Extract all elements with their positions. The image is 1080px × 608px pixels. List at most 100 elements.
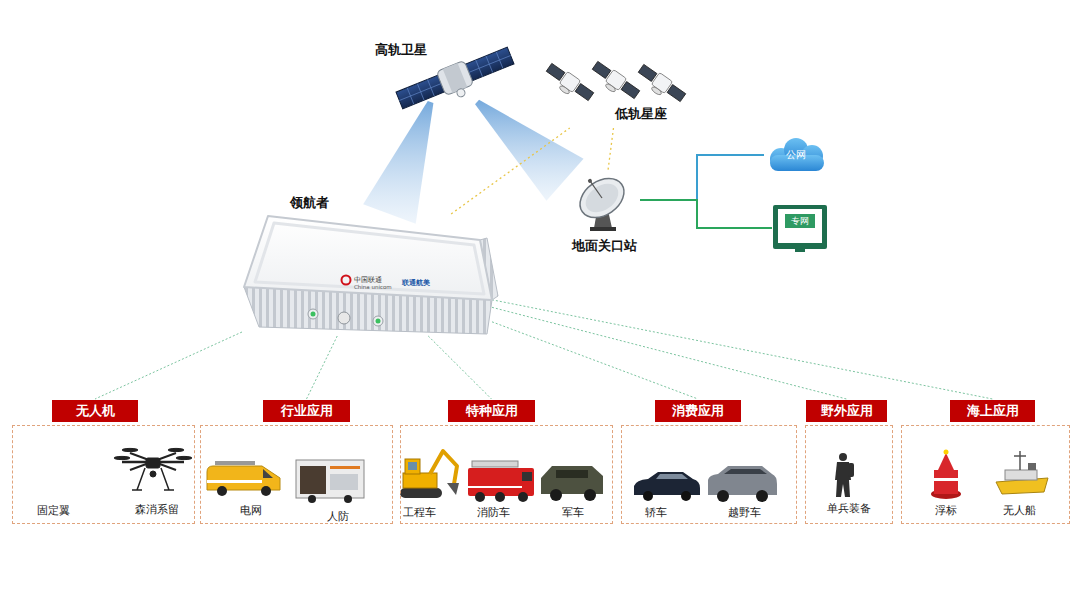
excavator — [400, 488, 442, 498]
soldier-figure — [836, 480, 850, 497]
shelter-trailer — [330, 466, 360, 469]
constellation-node: 低轨星座 — [548, 58, 688, 128]
application-link — [95, 332, 242, 399]
leo-satellite — [592, 61, 611, 78]
ground-station-node: 地面关口站 — [565, 170, 640, 256]
text-holder: 中国联通 — [354, 276, 382, 284]
node-label: 高轨卫星 — [375, 42, 427, 58]
ground-station — [569, 165, 631, 231]
terminal-device — [244, 216, 498, 334]
unmanned-boat — [1014, 451, 1026, 470]
text-holder: 海上应用 — [950, 400, 1035, 422]
ground-station — [591, 182, 602, 198]
military-vehicle — [584, 489, 596, 501]
ground-station — [569, 165, 631, 225]
fire-truck — [468, 486, 522, 488]
cloud-label: 公网 — [764, 148, 828, 162]
category-box: 野外应用单兵装备 — [805, 400, 893, 524]
drone-icon — [132, 468, 174, 490]
node-label: 地面关口站 — [572, 238, 637, 254]
application-link — [492, 322, 698, 399]
drone-icon — [168, 448, 184, 451]
category-header: 消费应用 — [655, 400, 741, 422]
category-header: 行业应用 — [263, 400, 350, 422]
fire-truck — [475, 492, 485, 502]
leo-satellite — [559, 85, 571, 95]
terminal-device — [255, 223, 484, 294]
category-header: 海上应用 — [950, 400, 1035, 422]
geo-satellite — [456, 88, 466, 98]
terminal-device — [311, 312, 316, 317]
text-holder: 无人船 — [1003, 504, 1036, 517]
item-label: 森消系留 — [135, 503, 179, 516]
shelter-trailer — [296, 460, 364, 503]
geo-satellite — [436, 60, 474, 95]
leo-satellite — [634, 62, 687, 107]
application-link — [492, 300, 993, 399]
text-holder: 消防车 — [477, 506, 510, 519]
utility-van — [207, 480, 262, 483]
utility-van — [261, 486, 271, 496]
suv — [756, 490, 768, 502]
private-network-monitor — [795, 249, 805, 252]
fire-truck — [522, 472, 532, 481]
node-label: 低轨星座 — [615, 106, 667, 122]
item-label: 单兵装备 — [827, 502, 871, 515]
text-holder: 越野车 — [728, 506, 761, 519]
buoy — [938, 453, 954, 470]
text-holder: 军车 — [562, 506, 584, 519]
brand-text: 中国联通 — [354, 276, 382, 284]
drone-icon — [122, 448, 138, 451]
text-holder: 特种应用 — [448, 400, 535, 422]
text-holder: 领航者 — [290, 195, 329, 211]
buoy — [931, 450, 961, 500]
cloud-node: 公网 — [764, 137, 830, 173]
geo-satellite — [443, 63, 468, 93]
fire-truck — [495, 492, 505, 502]
orbit-link — [451, 128, 570, 214]
item-label: 工程车 — [403, 506, 436, 519]
ground-station — [587, 178, 593, 184]
text-holder: 工程车 — [403, 506, 436, 519]
geo-satellite — [465, 47, 514, 81]
terminal-device — [373, 316, 383, 326]
drone-icon — [114, 456, 130, 459]
leo-satellite — [575, 84, 594, 101]
fire-truck — [468, 468, 534, 496]
device-node: 领航者中国联通China unicom联通航美 — [242, 214, 492, 336]
fire-truck — [472, 461, 518, 467]
item-label: 军车 — [562, 506, 584, 519]
military-vehicle — [550, 489, 562, 501]
terminal-device — [342, 276, 351, 285]
shelter-trailer — [308, 495, 316, 503]
text-holder: China unicom — [354, 284, 392, 291]
item-label: 浮标 — [935, 504, 957, 517]
application-link — [492, 307, 847, 399]
item-label: 固定翼 — [37, 504, 70, 517]
private-network-monitor — [773, 205, 827, 249]
drone-icon — [146, 458, 160, 468]
unmanned-boat — [1028, 463, 1036, 470]
unmanned-boat — [996, 451, 1048, 494]
network-link — [640, 200, 772, 228]
leo-satellite — [546, 63, 565, 80]
ground-station — [580, 178, 623, 218]
satellite-beam — [475, 100, 584, 201]
soldier-figure — [848, 463, 854, 477]
category-box: 无人机固定翼森消系留 — [12, 400, 195, 524]
military-vehicle — [556, 470, 588, 478]
text-holder: 野外应用 — [806, 400, 887, 422]
sedan — [656, 474, 688, 479]
utility-van — [207, 466, 280, 490]
private-network-monitor — [773, 205, 827, 252]
leo-satellite — [605, 83, 617, 93]
sedan — [681, 491, 691, 501]
military-vehicle — [541, 466, 603, 494]
shelter-trailer — [330, 474, 358, 490]
monitor-node: 专网 — [772, 204, 828, 252]
excavator — [447, 483, 459, 495]
utility-van — [217, 486, 227, 496]
category-box: 消费应用轿车越野车 — [621, 400, 797, 524]
